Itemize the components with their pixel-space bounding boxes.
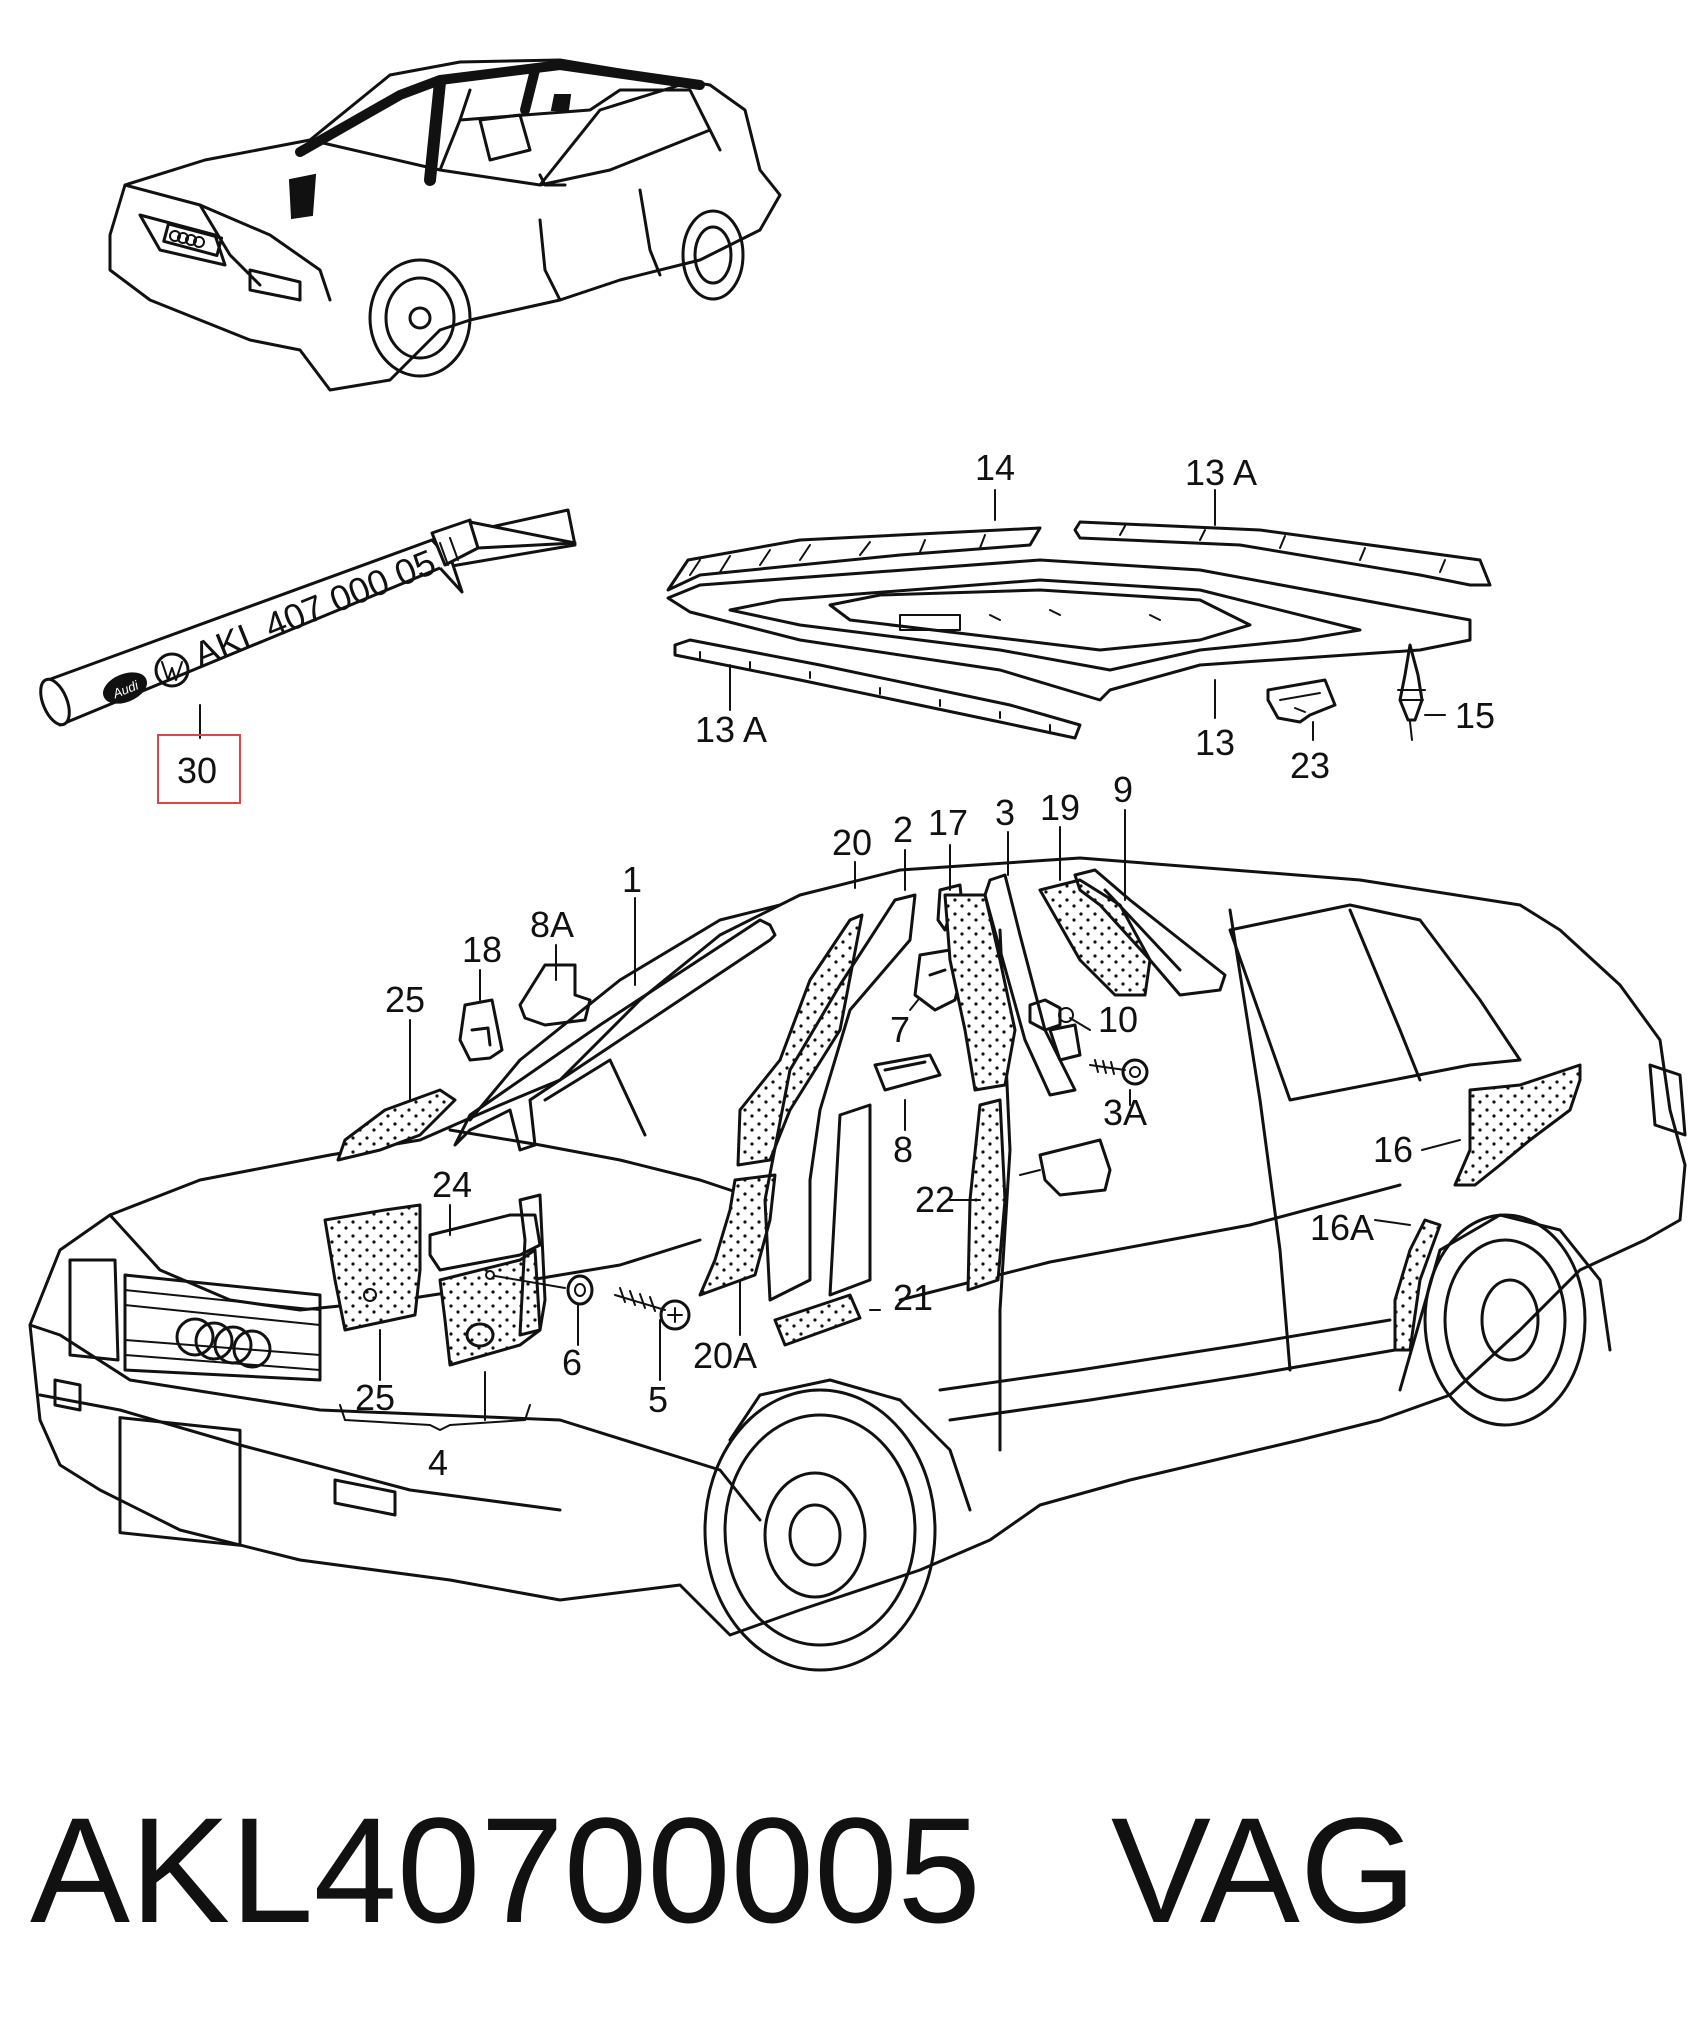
- leader-lines: [339, 489, 1461, 1431]
- callout-25-lower: 25: [355, 1377, 395, 1418]
- callout-labels: 14 13 A 13 A 13 23 15 20 2 17 3 19 9 1 8…: [355, 447, 1495, 1483]
- callout-16: 16: [1373, 1129, 1413, 1170]
- callout-13: 13: [1195, 722, 1235, 763]
- callout-20: 20: [832, 822, 872, 863]
- callout-10: 10: [1098, 999, 1138, 1040]
- clip-23: [1266, 678, 1337, 724]
- highlight-box: [157, 734, 241, 804]
- callout-22: 22: [915, 1179, 955, 1220]
- foam-strip-20: [736, 913, 864, 1167]
- callout-15: 15: [1455, 695, 1495, 736]
- callout-16a: 16A: [1310, 1207, 1374, 1248]
- foam-strip-22: [966, 1098, 1007, 1292]
- seal-9: [1073, 868, 1227, 997]
- callout-3: 3: [995, 792, 1015, 833]
- callout-17: 17: [928, 802, 968, 843]
- parts-diagram: Audi AKL 407 000 05 30: [28, 58, 1687, 1672]
- foam-pad-25-lower: [323, 1203, 422, 1332]
- foam-pad-19: [1038, 878, 1152, 997]
- foam-pad-25-upper: [336, 1088, 457, 1162]
- callout-1: 1: [622, 859, 642, 900]
- screw-3a: [1048, 1023, 1149, 1086]
- callout-13a-left: 13 A: [695, 709, 767, 750]
- foam-block-21: [773, 1293, 862, 1347]
- callout-18: 18: [462, 929, 502, 970]
- caption-part-number: AKL40700005: [30, 1786, 981, 1954]
- callout-19: 19: [1040, 787, 1080, 828]
- callout-8a: 8A: [530, 904, 574, 945]
- main-car: [28, 856, 1687, 1672]
- b-pillar-trim-2: [763, 893, 917, 1302]
- roof-assembly: [666, 520, 1492, 740]
- small-car-overview: [108, 58, 782, 392]
- tube-part-number-text: AKL 407 000 05: [188, 541, 442, 675]
- callout-6: 6: [562, 1342, 582, 1383]
- callout-30: 30: [177, 750, 217, 791]
- handle-8: [873, 1053, 942, 1092]
- callout-14: 14: [975, 447, 1015, 488]
- callout-13a-right: 13 A: [1185, 452, 1257, 493]
- callout-4: 4: [428, 1442, 448, 1483]
- callout-5: 5: [648, 1379, 668, 1420]
- a-pillar-seal-1: [453, 918, 777, 1152]
- callout-20a: 20A: [693, 1335, 757, 1376]
- callout-23: 23: [1290, 745, 1330, 786]
- callout-3a: 3A: [1103, 1092, 1147, 1133]
- washer-6: [566, 1274, 594, 1306]
- callout-9: 9: [1113, 769, 1133, 810]
- stud-15: [1397, 643, 1426, 741]
- callout-2: 2: [893, 809, 913, 850]
- caption-brand: VAG: [1110, 1786, 1417, 1954]
- foam-strip-pillar: [943, 893, 1017, 1092]
- callout-24: 24: [432, 1164, 472, 1205]
- screw-5: [614, 1287, 691, 1331]
- assembly-4: [428, 1193, 566, 1367]
- screw-10: [1028, 998, 1074, 1032]
- callout-21: 21: [893, 1277, 933, 1318]
- foam-pad-16: [1453, 1063, 1582, 1187]
- callout-25-upper: 25: [385, 979, 425, 1020]
- foam-pad-16a: [1393, 1218, 1442, 1352]
- callout-8: 8: [893, 1129, 913, 1170]
- callout-7: 7: [890, 1009, 910, 1050]
- sealant-tube: Audi AKL 407 000 05 30: [39, 508, 577, 804]
- foam-strip-20a: [698, 1173, 777, 1297]
- bracket-18: [458, 998, 504, 1062]
